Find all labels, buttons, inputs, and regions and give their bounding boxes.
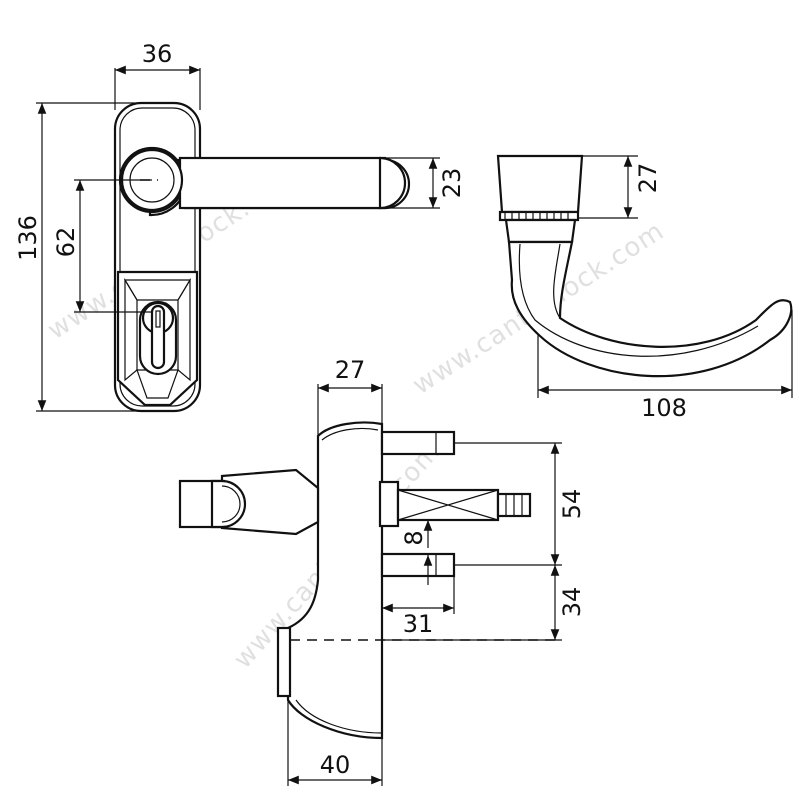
dim-front-width-label: 36: [142, 40, 173, 68]
front-lever-arm: [178, 156, 387, 210]
side-lever-ridge: [518, 243, 759, 357]
dim-front-height-label: 136: [14, 215, 42, 261]
dim-spindle-label: 8: [400, 530, 428, 545]
bottom-body-inner: [321, 427, 379, 441]
bottom-handle-cap: [210, 479, 247, 529]
dim-lever-len-label: 108: [641, 394, 687, 422]
side-lever-ridge-2: [553, 243, 561, 319]
dim-lower-label: 34: [558, 587, 586, 618]
dim-lever-thk-label: 23: [438, 168, 466, 199]
dim-depth-label: 27: [335, 356, 366, 384]
dim-bolt-spacing-label: 54: [558, 489, 586, 520]
front-view: 36 136 62 23: [14, 40, 466, 413]
bottom-handle-cap-inner: [221, 485, 241, 523]
side-view: 27 108: [496, 154, 793, 422]
bottom-view: 27 54 8 34 31 40: [178, 356, 586, 786]
bottom-cylinder-cap: [276, 626, 292, 698]
side-rose-cap: [496, 154, 584, 214]
dim-bolt-len-label: 31: [403, 610, 434, 638]
dim-base-label: 40: [320, 751, 351, 779]
bottom-spindle-cross: [397, 489, 499, 521]
bottom-curve: [295, 699, 383, 734]
bottom-spindle-collar: [378, 480, 400, 528]
bottom-body: [286, 421, 384, 740]
bottom-bolt-top: [380, 430, 456, 456]
front-lever-end: [378, 156, 407, 210]
side-neck: [504, 218, 577, 244]
side-lever: [507, 240, 793, 378]
front-keyslot: [155, 310, 161, 328]
side-rose-ring-ticks: [504, 212, 569, 220]
front-keyhole: [150, 304, 166, 370]
dim-side-height-label: 27: [634, 163, 662, 194]
bottom-bolt-lower: [380, 552, 456, 578]
dim-spacing-label: 62: [52, 227, 80, 258]
bottom-spindle-tip-ribs: [505, 494, 523, 516]
